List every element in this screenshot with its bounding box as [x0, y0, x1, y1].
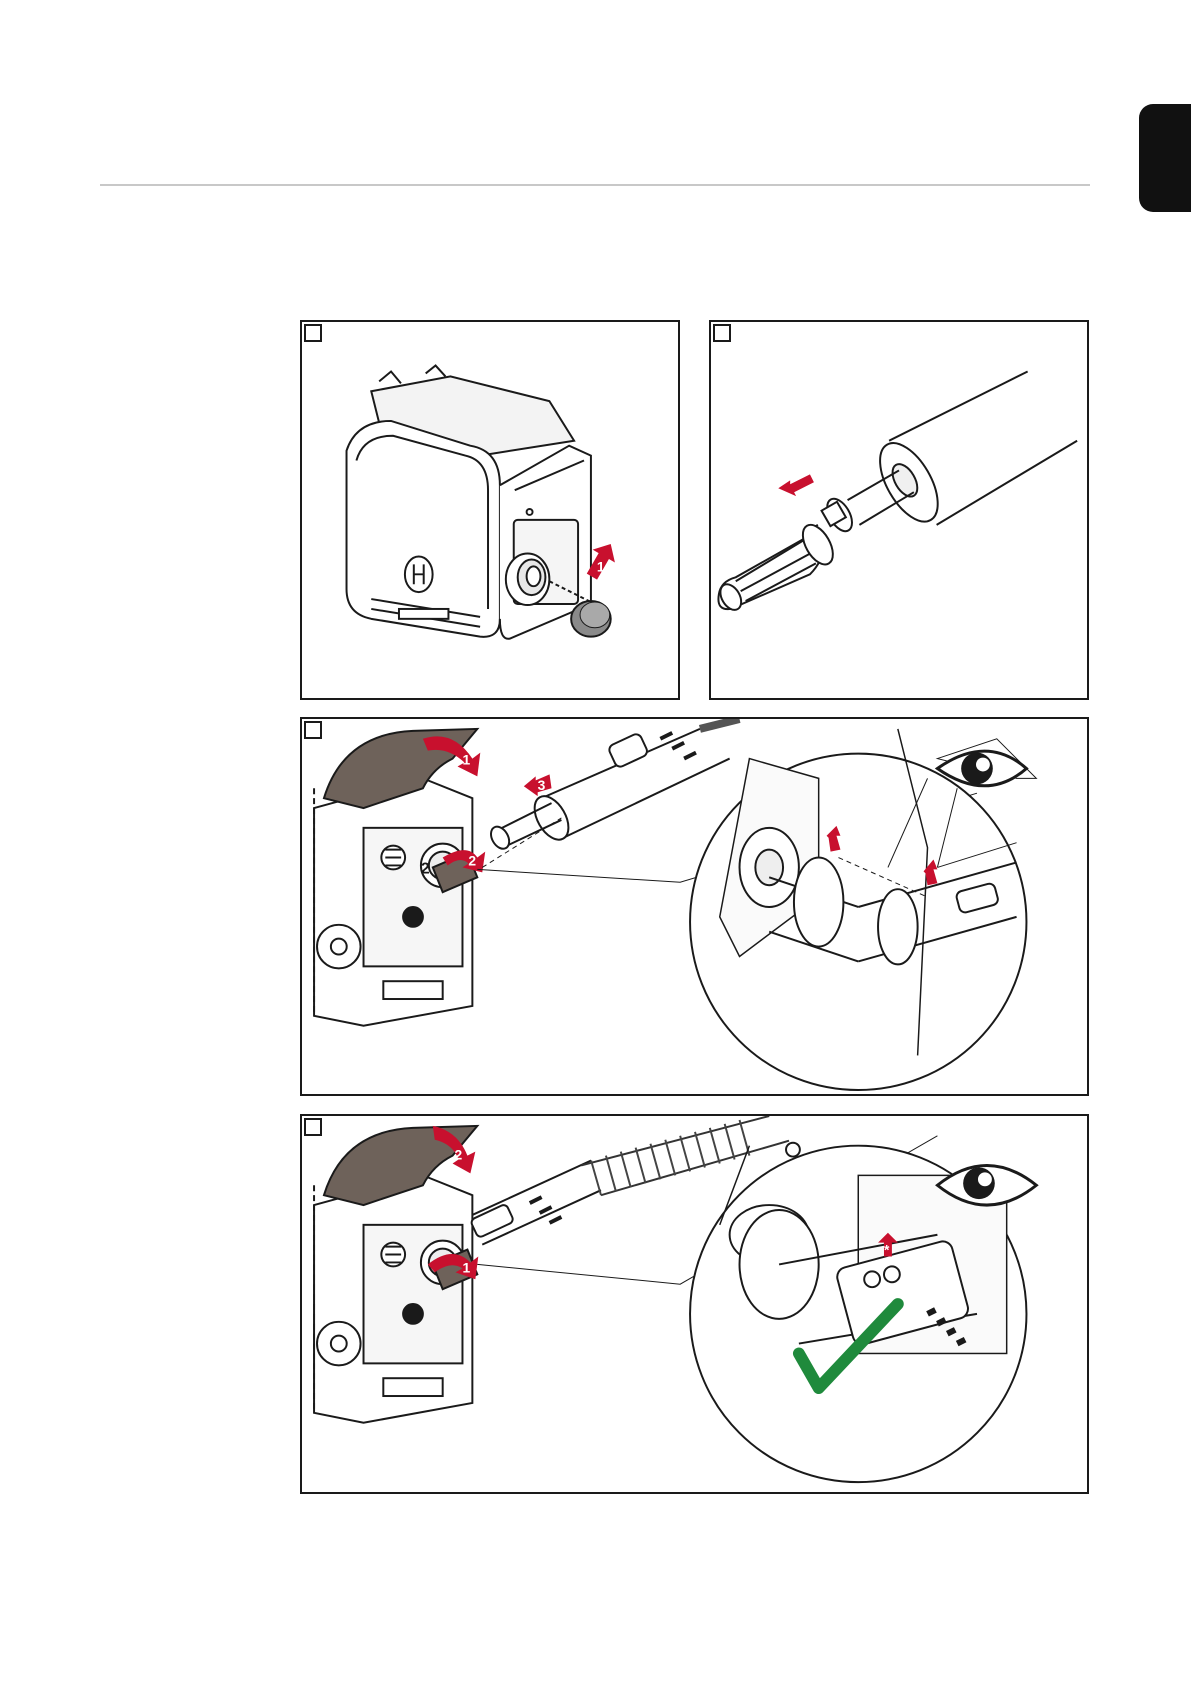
svg-text:2: 2	[421, 860, 430, 877]
torch-hosepack-icon	[711, 322, 1087, 698]
illustration-step-3: 2 1 2 3	[300, 717, 1089, 1096]
chapter-tab	[1139, 104, 1191, 212]
protective-cap-icon	[571, 601, 611, 637]
svg-text:1: 1	[597, 558, 605, 574]
step-checkbox-3	[304, 721, 322, 739]
svg-text:*: *	[884, 1242, 890, 1258]
wire-feeder-unit-icon: 1	[302, 322, 678, 698]
svg-text:3: 3	[538, 777, 546, 793]
step-checkbox-2	[713, 324, 731, 342]
svg-text:2: 2	[468, 852, 476, 868]
red-arrow-icon	[778, 474, 814, 496]
illustration-step-2	[709, 320, 1089, 700]
svg-text:1: 1	[462, 1259, 470, 1275]
step-checkbox-1	[304, 324, 322, 342]
wire-feeder-open-icon: 2 1	[302, 1116, 1087, 1492]
illustration-step-1: 1	[300, 320, 680, 700]
nozzle-cap-icon	[716, 520, 839, 614]
header-rule	[100, 184, 1090, 186]
step-checkbox-4	[304, 1118, 322, 1136]
wire-feeder-open-icon: 2 1 2 3	[302, 719, 1087, 1094]
illustration-step-4: 2 1	[300, 1114, 1089, 1494]
svg-text:2: 2	[455, 1147, 463, 1163]
svg-text:1: 1	[462, 752, 470, 768]
